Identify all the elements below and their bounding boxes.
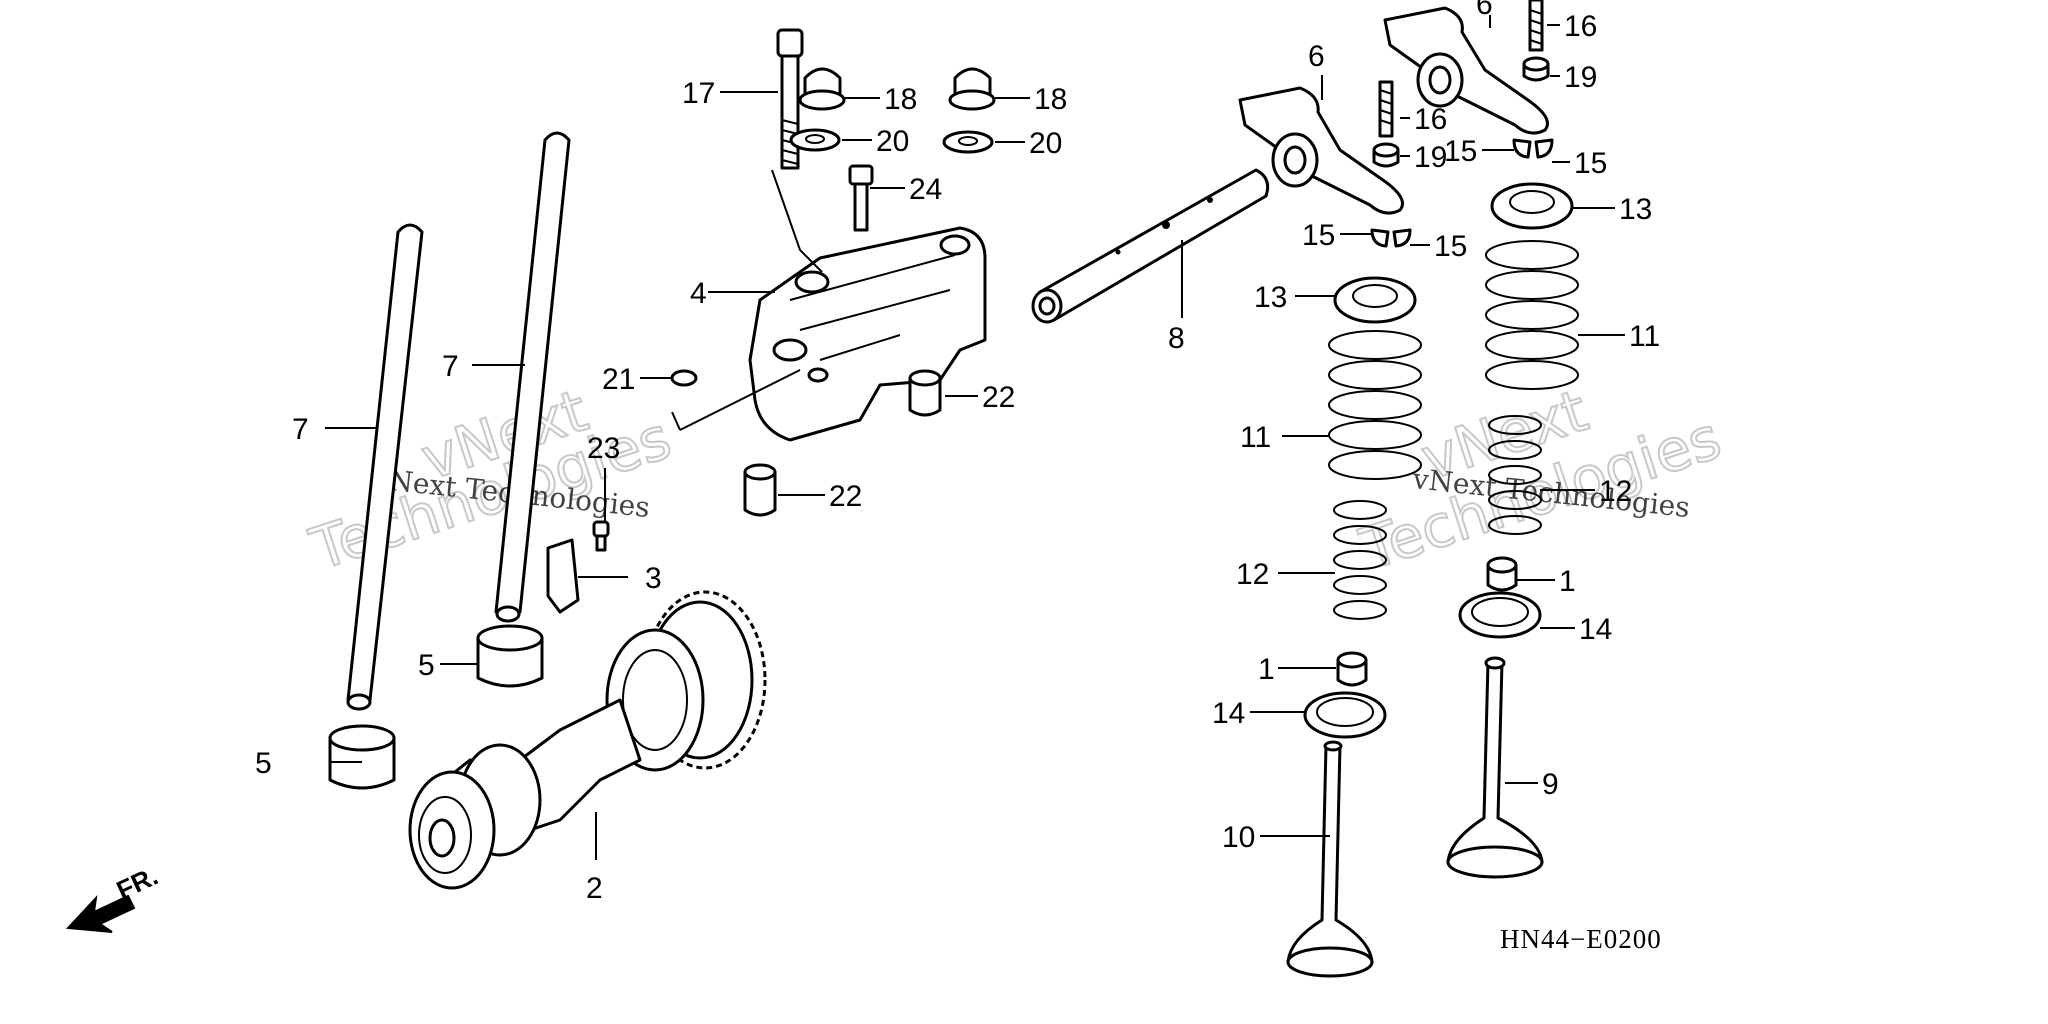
front-direction-arrow: FR. xyxy=(65,861,163,933)
cotter-right-b xyxy=(1534,138,1554,159)
outer-spring-right xyxy=(1485,240,1579,390)
front-marker-label: FR. xyxy=(112,861,163,906)
adjusting-screw-left xyxy=(1378,80,1394,138)
cotter-left-a xyxy=(1370,228,1390,248)
callout-16-left: 16 xyxy=(1414,103,1447,136)
callout-3: 3 xyxy=(645,562,662,595)
valve-right xyxy=(1446,656,1544,879)
stem-seal-left xyxy=(1336,651,1368,687)
tappet-upper xyxy=(476,624,544,688)
callout-11-right: 11 xyxy=(1629,320,1660,353)
lock-nut-right xyxy=(1522,56,1550,82)
cap-nut-right xyxy=(948,67,996,111)
callout-6-right: 6 xyxy=(1476,0,1493,21)
tappet-lower xyxy=(328,724,396,790)
camshaft xyxy=(408,590,767,890)
callout-20-left: 20 xyxy=(876,125,909,158)
callout-13-left: 13 xyxy=(1254,281,1287,314)
washer-right-hole xyxy=(958,136,978,146)
spring-seat-right xyxy=(1458,591,1542,639)
callout-14-right: 14 xyxy=(1579,613,1612,646)
callout-9: 9 xyxy=(1542,768,1559,801)
stem-seal-right xyxy=(1486,556,1518,592)
rocker-arm-right xyxy=(1383,6,1549,135)
callout-20-right: 20 xyxy=(1029,127,1062,160)
outer-spring-left xyxy=(1328,330,1422,480)
rocker-arm-left xyxy=(1238,86,1404,215)
callout-16-right: 16 xyxy=(1564,10,1597,43)
watermark-right: vNext Technologies vNext Technologies xyxy=(1351,375,1729,584)
small-washer xyxy=(670,369,698,387)
callout-14-left: 14 xyxy=(1212,697,1245,730)
valve-left xyxy=(1286,740,1374,978)
adjusting-screw-right xyxy=(1528,0,1544,52)
callout-6-left: 6 xyxy=(1308,40,1325,73)
callout-19-left: 19 xyxy=(1414,141,1447,174)
callout-15-b: 15 xyxy=(1434,230,1467,263)
diagram-code: HN44−E0200 xyxy=(1500,924,1662,954)
dowel-pin-lower xyxy=(743,463,777,517)
cotter-right-a xyxy=(1512,138,1532,159)
callouts: 7 7 5 5 2 3 23 21 4 17 18 18 20 20 24 22… xyxy=(255,0,1660,905)
bracket-bolt xyxy=(592,520,610,552)
callout-15-a: 15 xyxy=(1302,219,1335,252)
rocker-arm-holder xyxy=(748,226,987,442)
callout-23: 23 xyxy=(587,432,620,465)
callout-2: 2 xyxy=(586,872,603,905)
callout-22-upper: 22 xyxy=(982,381,1015,414)
long-bolt xyxy=(776,28,804,170)
callout-12-left: 12 xyxy=(1236,558,1269,591)
washer-left-hole xyxy=(805,134,825,144)
callout-21: 21 xyxy=(602,363,635,396)
inner-spring-right xyxy=(1488,415,1542,535)
callout-5-lower: 5 xyxy=(255,747,272,780)
callout-7-left: 7 xyxy=(292,413,309,446)
washer-left xyxy=(789,128,841,152)
callout-19-right: 19 xyxy=(1564,61,1597,94)
watermark-left: vNext Technologies vNext Technologies xyxy=(301,375,679,584)
spring-retainer-right xyxy=(1490,182,1574,230)
callout-1-left: 1 xyxy=(1258,653,1275,686)
spring-retainer-left xyxy=(1333,276,1417,324)
cap-nut-left xyxy=(798,67,846,111)
spring-seat-left xyxy=(1303,691,1387,739)
push-rod-right xyxy=(494,131,571,623)
short-bolt xyxy=(848,164,874,232)
callout-24: 24 xyxy=(909,173,942,206)
push-rod-left xyxy=(346,223,424,711)
dowel-pin-upper xyxy=(908,369,942,417)
rocker-shaft xyxy=(1031,168,1270,324)
callout-15-c: 15 xyxy=(1444,135,1477,168)
callout-18-right: 18 xyxy=(1034,83,1067,116)
washer-right xyxy=(942,130,994,154)
callout-11-left: 11 xyxy=(1240,421,1271,454)
callout-4: 4 xyxy=(690,277,707,310)
callout-7-right: 7 xyxy=(442,350,459,383)
callout-1-right: 1 xyxy=(1559,565,1576,598)
cotter-left-b xyxy=(1392,228,1412,248)
callout-13-right: 13 xyxy=(1619,193,1652,226)
callout-15-d: 15 xyxy=(1574,147,1607,180)
callout-12-right: 12 xyxy=(1599,475,1632,508)
lock-nut-left xyxy=(1372,142,1400,168)
leader-lines xyxy=(325,15,1625,860)
callout-10: 10 xyxy=(1222,821,1255,854)
inner-spring-left xyxy=(1333,500,1387,620)
arrow-icon xyxy=(65,894,136,933)
callout-22-lower: 22 xyxy=(829,480,862,513)
callout-18-left: 18 xyxy=(884,83,917,116)
callout-8: 8 xyxy=(1168,322,1185,355)
callout-17: 17 xyxy=(682,77,715,110)
bracket xyxy=(546,538,580,614)
callout-5-upper: 5 xyxy=(418,649,435,682)
